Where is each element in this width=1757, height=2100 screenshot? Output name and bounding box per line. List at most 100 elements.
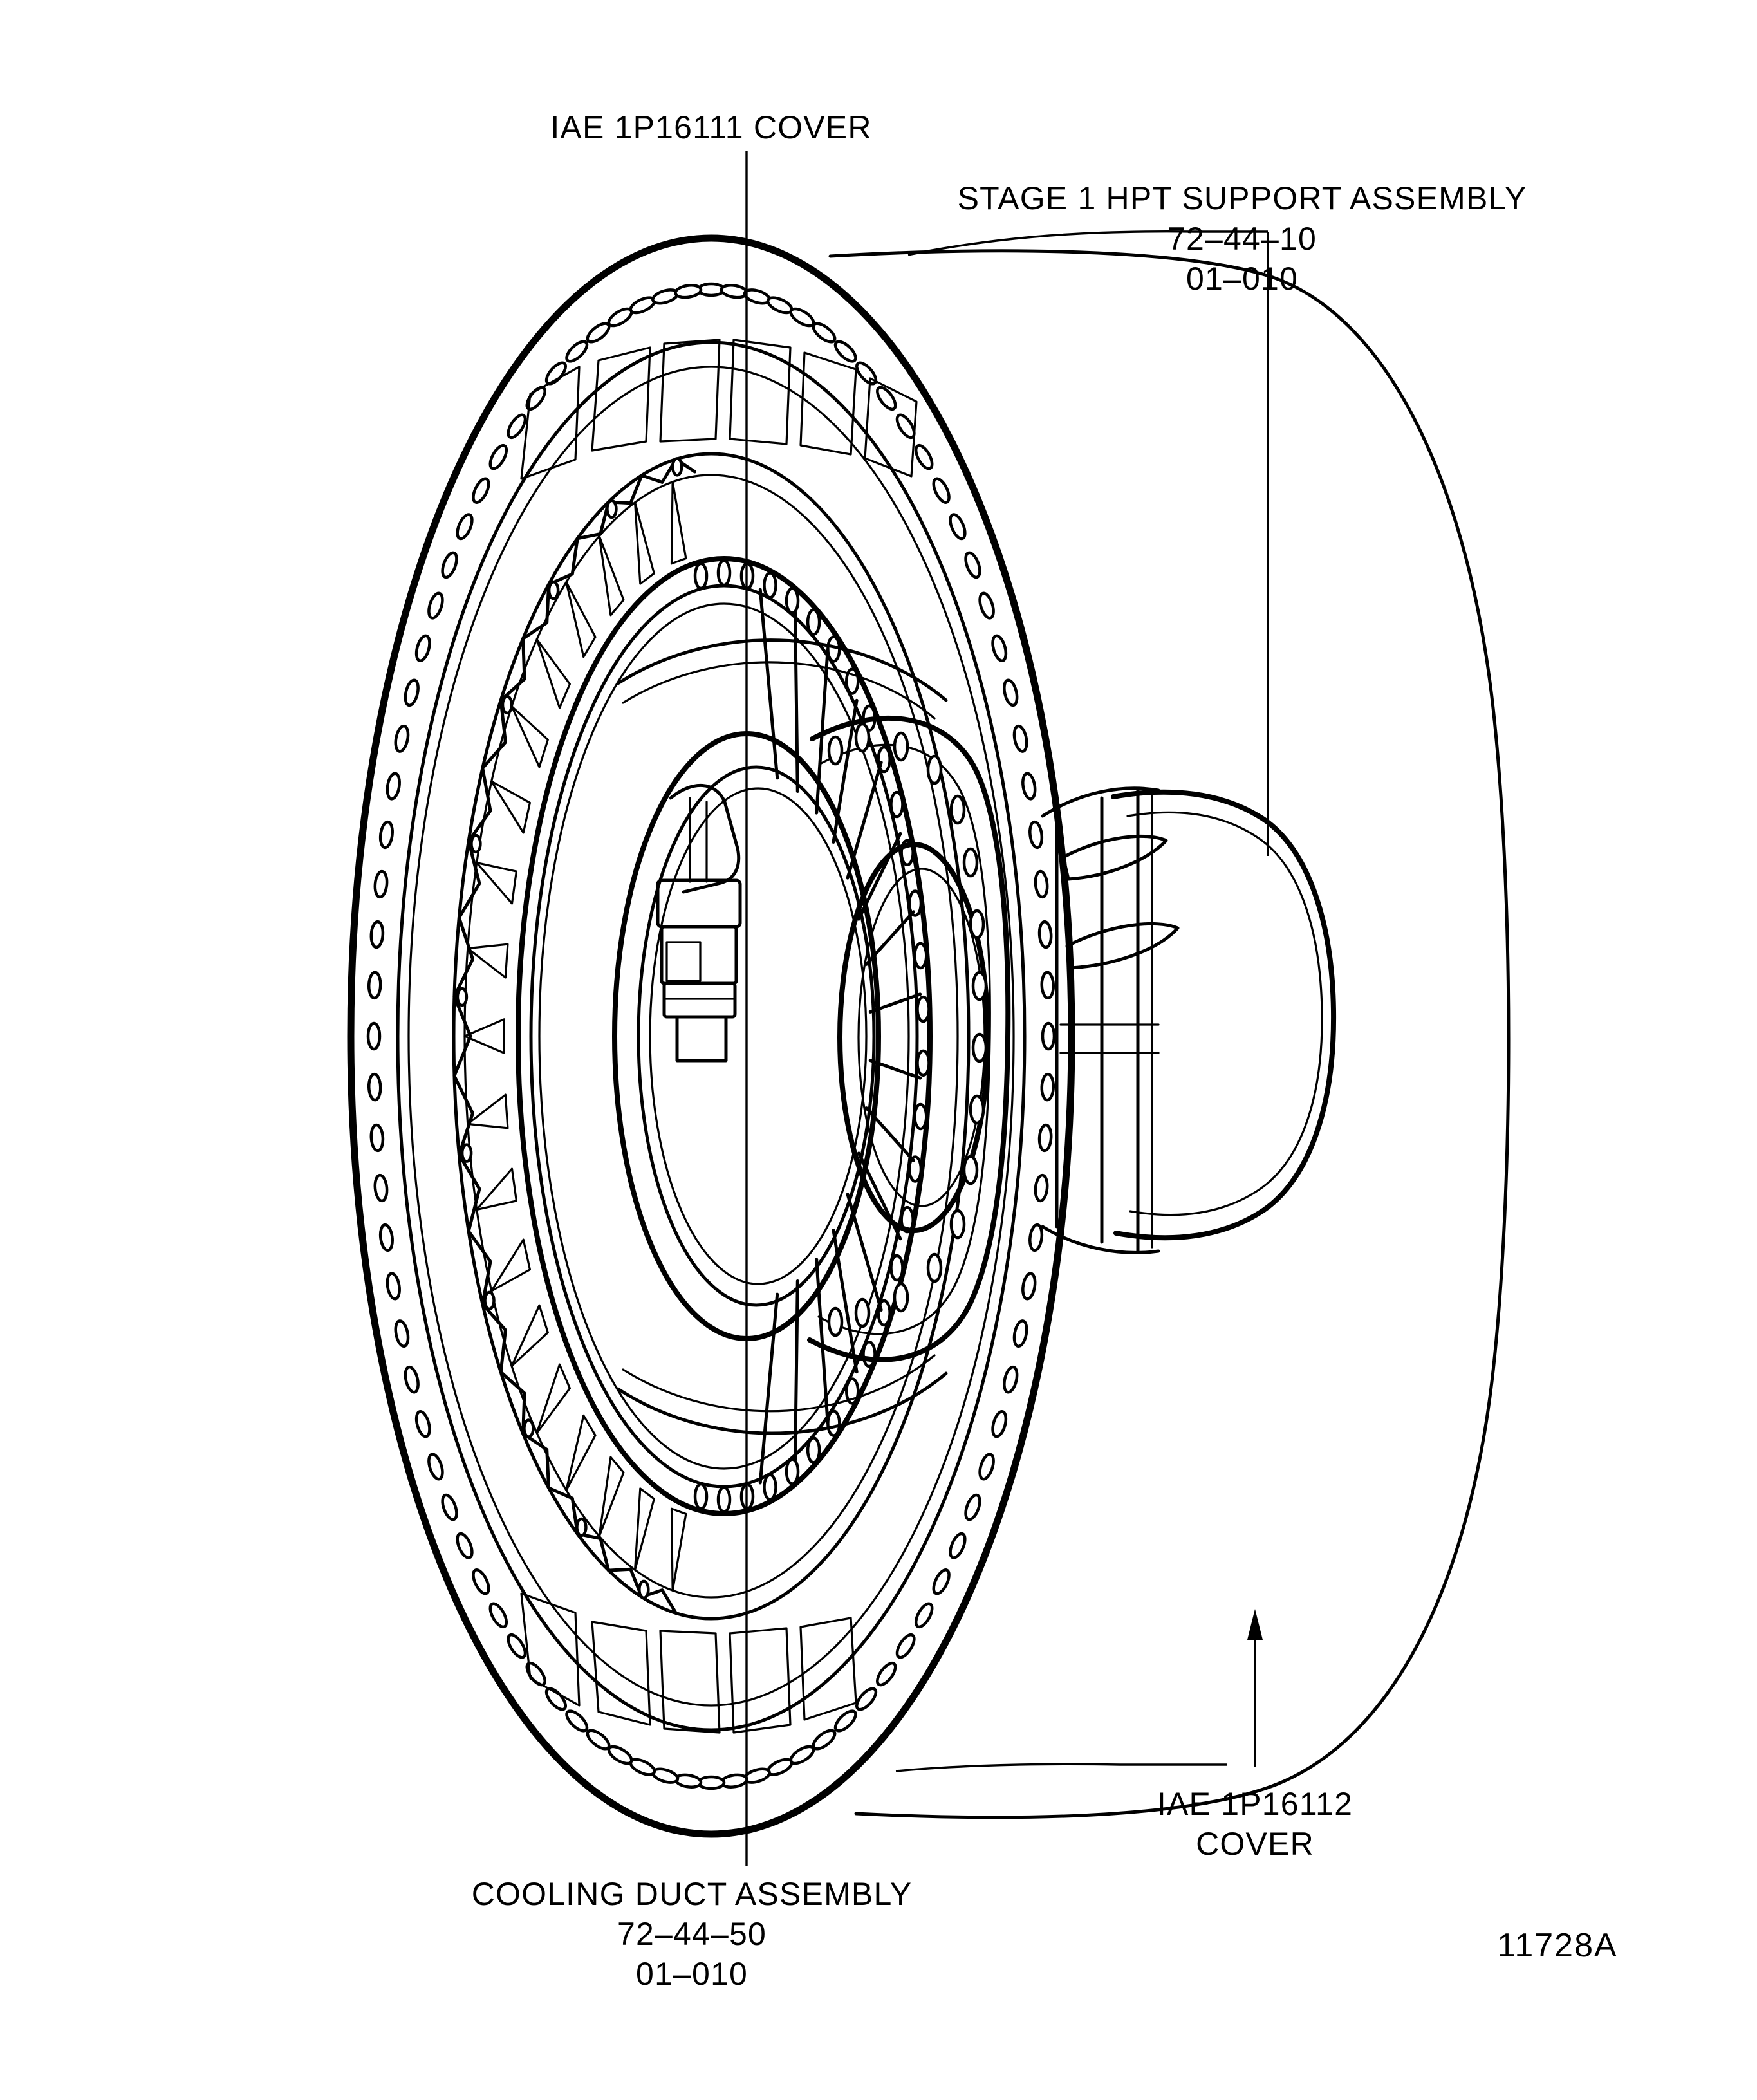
inner-flange-bolt-hole: [854, 1297, 871, 1328]
bolt-hole-ring: [366, 282, 1056, 1790]
inner-flange-bolt-hole: [949, 1209, 966, 1240]
vane-tip: [490, 1238, 531, 1292]
bolt-hole: [507, 413, 527, 440]
support-bolt-hole: [916, 1049, 931, 1077]
vane-tip: [598, 535, 625, 617]
bolt-hole: [1041, 1021, 1056, 1051]
bolt-hole: [1037, 1123, 1053, 1153]
inner-flange-bolt-holes: [827, 722, 988, 1337]
leader-iae-1p16112: [1247, 1609, 1263, 1767]
bolt-hole: [369, 1123, 385, 1153]
vane-tip: [467, 1093, 509, 1129]
iae-1p16112-cover-outline: [828, 249, 1511, 1819]
bolt-hole: [507, 1633, 527, 1659]
bolt-hole: [932, 477, 951, 504]
bolt-hole: [404, 1365, 420, 1394]
shroud-arcs: [616, 638, 948, 1435]
scallop-profile: [452, 457, 696, 1615]
bolt-hole: [404, 678, 420, 707]
support-bolt-hole: [785, 587, 800, 615]
rivet-hole: [460, 1143, 473, 1163]
rivet-hole: [606, 499, 618, 519]
bolt-hole: [1021, 772, 1037, 801]
figure-number: 11728A: [1497, 1927, 1617, 1964]
inner-flange-bolt-hole: [926, 754, 943, 785]
rivet-hole: [470, 833, 482, 854]
vane-tip: [476, 861, 517, 905]
bolt-hole: [1003, 678, 1019, 707]
outer-flange-ring: [347, 234, 1075, 1838]
bolt-hole: [1037, 920, 1053, 949]
bolt-hole: [386, 772, 401, 801]
bolt-hole: [394, 1319, 410, 1348]
bolt-hole: [674, 284, 703, 299]
inner-flange-bolt-hole: [962, 1155, 979, 1185]
support-bolt-hole: [907, 889, 923, 917]
leader-lines: [745, 151, 1269, 1866]
callout-cooling-duct-title: COOLING DUCT ASSEMBLY: [472, 1876, 913, 1912]
bolt-hole: [855, 1687, 878, 1711]
support-bolt-hole: [806, 608, 821, 636]
bolt-hole: [488, 1602, 508, 1629]
support-bolt-hole: [716, 1485, 732, 1514]
support-bolt-hole: [916, 995, 931, 1023]
bolt-hole: [565, 340, 589, 363]
inner-flange-bolt-hole: [893, 731, 909, 762]
bolt-hole: [586, 1729, 611, 1751]
inner-flange-bolt-hole: [893, 1282, 909, 1313]
vane-tip: [476, 1167, 517, 1211]
rivet-hole: [547, 581, 560, 600]
bolt-hole: [488, 443, 508, 470]
bolt-hole: [472, 477, 490, 504]
scallop-rivet-holes: [456, 457, 683, 1600]
bolt-hole: [978, 591, 995, 620]
scallop-teeth: [452, 457, 696, 1615]
support-bolt-hole: [907, 1155, 923, 1183]
bolt-hole: [978, 1453, 995, 1481]
vane-tip: [565, 1414, 597, 1492]
vane-row: [463, 481, 687, 1592]
support-bolt-hole: [763, 571, 777, 599]
rivet-hole: [523, 1418, 535, 1438]
bolt-hole: [441, 551, 458, 579]
bolt-hole: [812, 322, 837, 344]
bolt-hole: [991, 1410, 1008, 1438]
support-bolt-hole: [693, 1482, 709, 1510]
bolt-hole: [1012, 1319, 1028, 1348]
inner-flange-bolt-hole: [949, 794, 966, 825]
support-bolt-hole: [889, 790, 904, 819]
rivet-hole: [501, 694, 514, 715]
bolt-hole: [441, 1493, 458, 1521]
duct-outlet-boss: [1041, 786, 1337, 1254]
vane-tip: [565, 581, 597, 658]
bolt-hole: [1012, 724, 1028, 753]
bolt-hole: [1003, 1365, 1019, 1394]
bolt-hole: [367, 1072, 382, 1102]
rivet-hole: [575, 1517, 588, 1538]
callout-stage1-hpt-itemnumber: 01–010: [1186, 261, 1298, 297]
inner-flange-bolt-hole: [962, 847, 979, 878]
callout-cooling-duct-partnumber: 72–44–50: [617, 1916, 767, 1952]
bolt-hole: [1021, 1272, 1037, 1301]
inner-flange-bolt-hole: [827, 735, 844, 766]
support-bolt-hole: [913, 942, 928, 970]
vane-tip: [510, 1304, 549, 1368]
bolt-hole: [1034, 869, 1049, 899]
bolt-hole: [932, 1568, 951, 1595]
bolt-hole: [1028, 1223, 1044, 1252]
support-bolt-hole: [889, 1254, 904, 1282]
callout-stage1-hpt-partnumber: 72–44–10: [1167, 221, 1317, 257]
bolt-hole: [833, 1709, 857, 1733]
bolt-hole: [949, 1532, 967, 1559]
bolt-hole: [964, 1493, 981, 1521]
inner-flange-bolt-hole: [827, 1306, 844, 1337]
bolt-hole: [895, 413, 916, 440]
bolt-hole: [414, 1410, 431, 1438]
bolt-hole: [378, 1223, 394, 1252]
leader-stage1-hpt: [907, 230, 1268, 256]
inner-flange-bolt-hole: [854, 722, 871, 753]
cone-rib: [758, 1292, 779, 1485]
vane-tip: [467, 943, 509, 979]
bolt-hole: [949, 513, 967, 541]
